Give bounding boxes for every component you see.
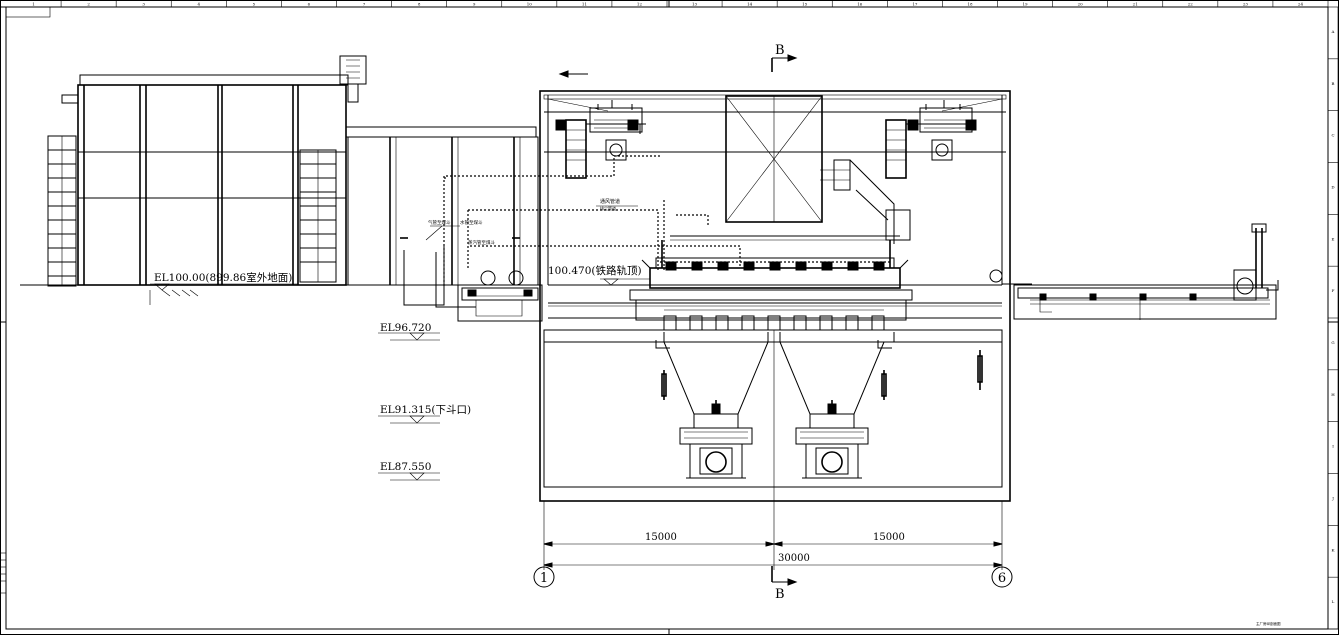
section-mark-bottom: B [771, 566, 798, 602]
axis-bubble-6: 6 [991, 566, 1013, 588]
dim-total-span: 30000 [778, 553, 810, 564]
border-tick-label: 13 [692, 2, 698, 7]
elevation-ground: EL100.00(899.86室外地面) [154, 271, 292, 284]
border-tick-label: 21 [1133, 2, 1138, 7]
left-building [47, 55, 367, 287]
section-label-top: B [775, 43, 785, 58]
tippler-clamp [873, 261, 885, 271]
border-ticks-right: A B C D E F G H I J K L [1328, 29, 1338, 630]
tippler-wheels [663, 261, 885, 331]
main-hall: 100.470(铁路轨顶) [539, 90, 1011, 570]
dim-right-span: 15000 [873, 532, 905, 543]
border-tick-label: 17 [912, 2, 918, 7]
note-2: 水管至煤斗 [460, 219, 483, 226]
border-tick-label: 22 [1188, 2, 1194, 7]
border-tick-label: A [1331, 29, 1335, 34]
tippler-clamp [743, 261, 755, 271]
border-tick-label: 10 [527, 2, 533, 7]
border-tick-label: 9 [473, 2, 476, 7]
border-tick-label: F [1332, 288, 1335, 293]
tippler-clamp [665, 261, 677, 271]
feeder-unit-left [457, 270, 543, 322]
border-tick-label: J [1331, 495, 1334, 500]
border-tick-label: 4 [198, 2, 201, 7]
border-tick-label: 1 [32, 2, 35, 7]
crane-right [885, 100, 977, 179]
right-conveyor [989, 223, 1279, 320]
elevation-87: EL87.550 [380, 461, 431, 473]
border-tick-label: B [1332, 81, 1335, 86]
border-tick-label: H [1331, 392, 1335, 397]
section-label-bottom: B [775, 587, 785, 602]
tippler-clamp [795, 261, 807, 271]
elevation-91: EL91.315(下斗口) [380, 404, 471, 416]
border-tick-label: 11 [582, 2, 587, 7]
border-tick-label: I [1332, 444, 1334, 449]
border-tick-label: 12 [637, 2, 643, 7]
axis-label-6: 6 [998, 571, 1006, 586]
title-block-text: 主厂房纵剖面图 [1256, 621, 1281, 626]
border-tick-label: G [1331, 340, 1334, 345]
border-tick-label: 14 [747, 2, 753, 7]
corridor-structure [345, 126, 539, 308]
border-tick-label: C [1331, 133, 1334, 138]
border-tick-label: E [1332, 236, 1335, 241]
elevation-96: EL96.720 [380, 322, 431, 334]
axis-label-1: 1 [540, 571, 548, 586]
tippler-clamp [717, 261, 729, 271]
border-tick-label: 8 [418, 2, 421, 7]
border-tick-label: 24 [1298, 2, 1304, 7]
tippler-clamp [847, 261, 859, 271]
border-tick-label: 3 [142, 2, 145, 7]
duct-label: 通风管道 [600, 198, 620, 205]
feeder-left [679, 427, 753, 479]
border-tick-label: 5 [253, 2, 256, 7]
border-tick-label: 20 [1078, 2, 1084, 7]
elevation-marks: EL96.720 EL91.315(下斗口) EL87.550 [378, 322, 471, 481]
crane-left [555, 100, 646, 179]
section-mark-top: B [771, 43, 798, 72]
tippler-clamp [821, 261, 833, 271]
flow-arrow [558, 70, 588, 78]
note-1: 气管至煤斗 [428, 219, 451, 226]
border-tick-label: 16 [857, 2, 863, 7]
duct-pipes: 通风管道 气管至煤斗 水管至煤斗 蒸汽管至煤斗 排尘管道 [425, 155, 741, 286]
note-3: 蒸汽管至煤斗 [468, 239, 495, 246]
elevation-rail-top: 100.470(铁路轨顶) [548, 264, 642, 277]
border-tick-label: 6 [308, 2, 311, 7]
feeder-right [795, 427, 869, 479]
tippler-clamp [691, 261, 703, 271]
border-tick-label: 2 [87, 2, 90, 7]
dim-left-span: 15000 [645, 532, 677, 543]
axis-bubble-1: 1 [533, 566, 555, 588]
ground-level: EL100.00(899.86室外地面) [20, 271, 540, 305]
border-tick-label: D [1331, 184, 1334, 189]
border-tick-label: 7 [363, 2, 366, 7]
border-tick-label: 23 [1243, 2, 1249, 7]
tippler [629, 240, 913, 331]
dimension-lines: 15000 15000 30000 [543, 501, 1003, 570]
border-tick-label: 19 [1022, 2, 1028, 7]
border-tick-label: L [1332, 599, 1335, 604]
tippler-clamp [769, 261, 781, 271]
border-tick-label: 18 [967, 2, 973, 7]
border-tick-label: K [1332, 547, 1336, 552]
pipe-label: 排尘管道 [600, 205, 616, 211]
border-tick-label: 15 [802, 2, 808, 7]
